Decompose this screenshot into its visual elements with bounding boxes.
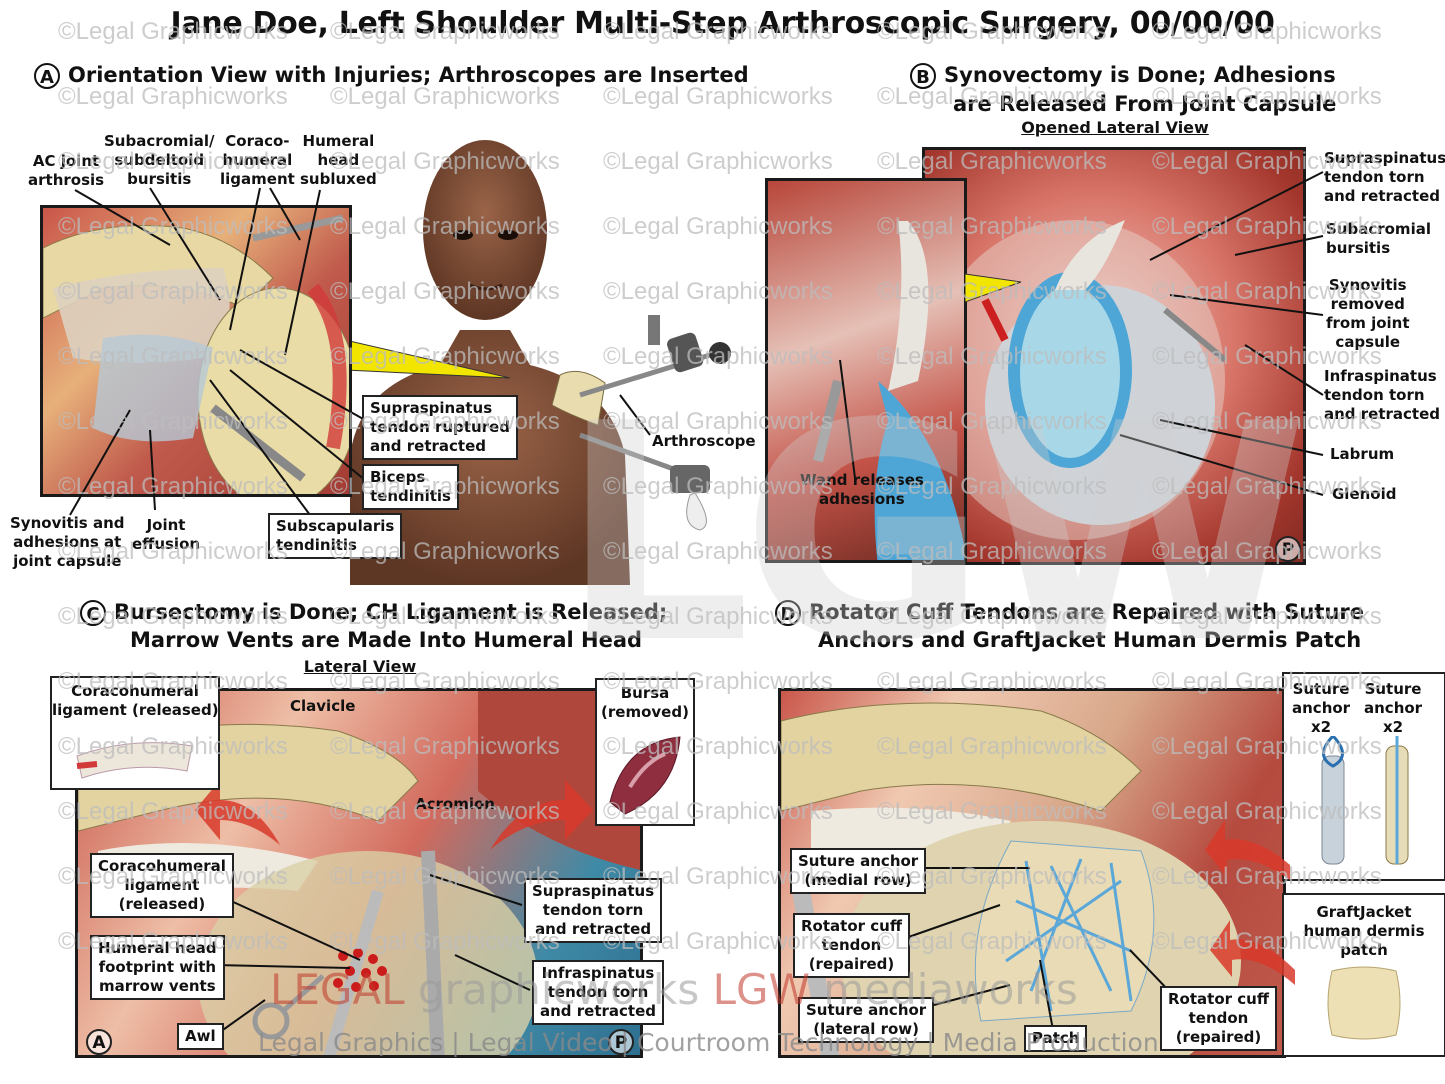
- panel-c-corner-right: P: [608, 1029, 634, 1055]
- panel-b-heading-2: are Released From Joint Capsule: [953, 92, 1337, 116]
- brand-tagline: Legal Graphics | Legal Video | Courtroom…: [258, 1028, 1159, 1057]
- panel-d-heading-1: D Rotator Cuff Tendons are Repaired with …: [775, 599, 1364, 626]
- dermis-patch-icon: [1327, 966, 1401, 1040]
- panel-a-letter: A: [34, 63, 60, 89]
- panel-b-letter: B: [910, 63, 936, 89]
- label-labrum: Labrum: [1330, 445, 1395, 463]
- zoom-pointer-a: [345, 339, 511, 379]
- arrow-patch-icon: [1210, 920, 1295, 985]
- page-title: Jane Doe, Left Shoulder Multi-Step Arthr…: [170, 6, 1275, 41]
- panel-c-heading-1: C Bursectomy is Done; CH Ligament is Rele…: [80, 599, 667, 626]
- arrow-right-icon: [490, 780, 593, 850]
- brand-graphicworks: graphicworks: [404, 965, 713, 1014]
- arrow-left-icon: [195, 780, 280, 845]
- label-clavicle: Clavicle: [290, 697, 356, 715]
- arrow-anchor-icon: [1205, 820, 1290, 880]
- panel-c-subheading: Lateral View: [303, 657, 417, 676]
- panel-a-heading-text: Orientation View with Injuries; Arthrosc…: [68, 63, 749, 87]
- label-arthroscope: Arthroscope: [652, 432, 756, 450]
- panel-c-corner-left: A: [86, 1029, 112, 1055]
- panel-d-heading-text-1: Rotator Cuff Tendons are Repaired with S…: [809, 600, 1364, 624]
- label-glenoid: Glenoid: [1332, 485, 1397, 503]
- panel-b-corner-mark: P: [1275, 536, 1301, 562]
- panel-a-artwork: [40, 205, 352, 497]
- panel-c-heading-2: Marrow Vents are Made Into Humeral Head: [130, 628, 643, 652]
- panel-b-subheading: Opened Lateral View: [1021, 118, 1209, 137]
- brand-lgw: LGW: [712, 965, 811, 1014]
- panel-b-inset: [765, 178, 967, 563]
- panel-c-inset-bursa: Bursa(removed): [595, 678, 695, 826]
- panel-b-inset-anatomy: [813, 221, 964, 560]
- panel-b-heading-1: B Synovectomy is Done; Adhesions: [910, 62, 1336, 89]
- brand-legal: LEGAL: [270, 965, 405, 1014]
- panel-a-anatomy: [43, 214, 349, 494]
- brand-mediaworks: mediaworks: [810, 965, 1078, 1014]
- label-patch: Patch: [1024, 1025, 1088, 1052]
- panel-b-heading-text-1: Synovectomy is Done; Adhesions: [944, 63, 1336, 87]
- label-acromion: Acromion: [415, 795, 495, 813]
- label-bursa: Bursa(removed): [601, 684, 689, 721]
- ligament-icon: [76, 742, 193, 779]
- label-medial-row: Suture anchor(medial row): [790, 848, 927, 894]
- bursa-icon: [609, 736, 681, 815]
- panel-d-heading-2: Anchors and GraftJacket Human Dermis Pat…: [818, 628, 1362, 652]
- label-lateral-row: Suture anchor(lateral row): [798, 997, 935, 1043]
- arthroscope-instruments: [579, 315, 731, 531]
- panel-c-letter: C: [80, 600, 106, 626]
- label-awl: Awl: [177, 1023, 224, 1050]
- panel-a-heading: A Orientation View with Injuries; Arthros…: [34, 62, 749, 89]
- zoom-pointer-b: [965, 273, 1022, 303]
- suture-anchor-icon: [1321, 736, 1409, 865]
- lgv-watermark-logo: LGW: [560, 360, 1308, 709]
- panel-d-letter: D: [775, 600, 801, 626]
- brand-logo-text: LEGAL graphicworks LGW mediaworks: [270, 965, 1078, 1014]
- panel-c-heading-text-1: Bursectomy is Done; CH Ligament is Relea…: [114, 600, 668, 624]
